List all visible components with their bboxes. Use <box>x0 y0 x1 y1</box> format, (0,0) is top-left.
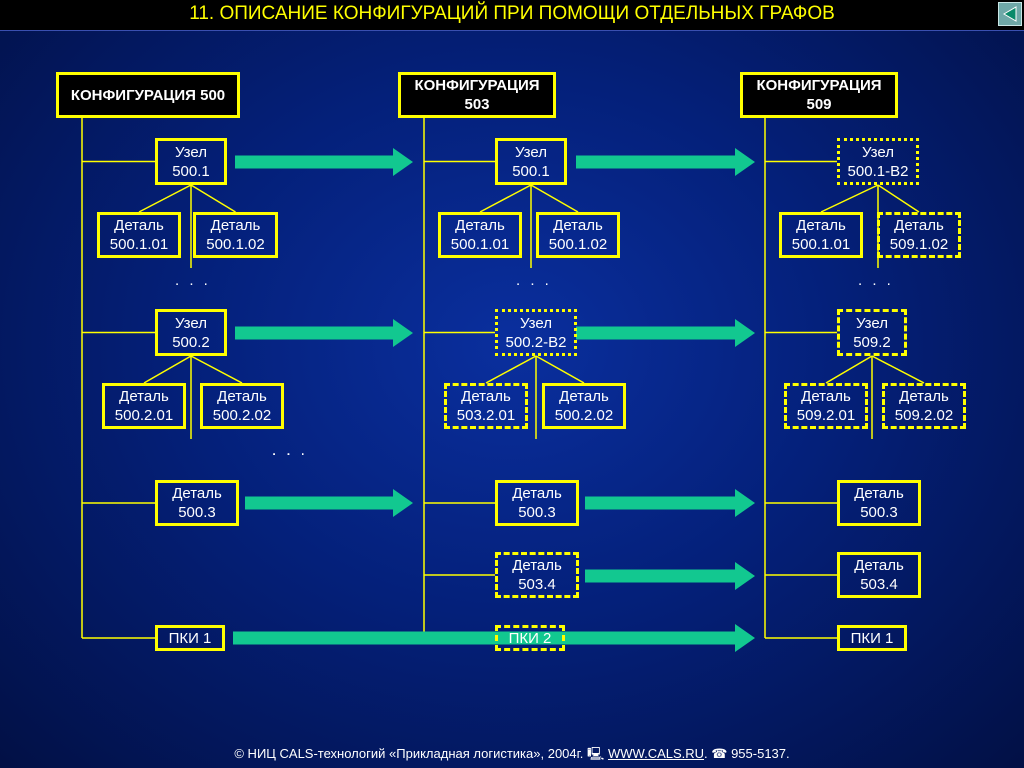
footer-link[interactable]: WWW.CALS.RU <box>607 746 705 761</box>
config-3-node-1-ellipsis: . . . <box>858 272 894 289</box>
arrow-node1-503-to-509 <box>576 148 755 176</box>
config-2-node-2-branch-right <box>535 355 585 384</box>
config-1-node-2-ellipsis: . . . <box>272 442 308 459</box>
arrow-node1-500-to-503 <box>235 148 413 176</box>
config-1-node-1-branch-right <box>190 184 236 213</box>
arrow-node2-500-to-503 <box>235 319 413 347</box>
config-1-node-1-branch-left <box>138 184 192 213</box>
triangle-left-icon <box>1003 6 1017 22</box>
arrow-part4-503-to-509 <box>585 562 755 590</box>
arrow-part3-500-to-503 <box>245 489 413 517</box>
arrow-pki-500-to-509 <box>233 624 755 652</box>
config-1-node-1-ellipsis: . . . <box>175 272 211 289</box>
config-3-node-2-branch-right <box>871 355 925 384</box>
config-2-node-2-ellipsis: . . . <box>272 442 308 459</box>
arrow-part3-503-to-509 <box>585 489 755 517</box>
title-divider <box>0 30 1024 31</box>
config-3-node-2-ellipsis: . . . <box>272 442 308 459</box>
config-2-item-3: ПКИ 2 <box>495 625 565 651</box>
config-1-item-2-label: ПКИ 1 <box>168 629 212 647</box>
config-2-node-1-branch-right <box>530 184 579 213</box>
config-2-item-3-label: ПКИ 2 <box>508 629 552 647</box>
footer-copyright: © НИЦ CALS-технологий «Прикладная логист… <box>234 746 605 761</box>
back-nav-button[interactable] <box>998 2 1022 26</box>
slide-title: 11. ОПИСАНИЕ КОНФИГУРАЦИЙ ПРИ ПОМОЩИ ОТД… <box>0 0 1024 30</box>
config-3-item-3: ПКИ 1 <box>837 625 907 651</box>
config-1-node-2-branch-left <box>143 355 192 384</box>
config-1-node-2-branch-right <box>190 355 243 384</box>
footer: © НИЦ CALS-технологий «Прикладная логист… <box>0 744 1024 764</box>
slide-title-text: 11. ОПИСАНИЕ КОНФИГУРАЦИЙ ПРИ ПОМОЩИ ОТД… <box>189 3 835 24</box>
config-3-node-1-branch-right <box>877 184 920 213</box>
config-3-item-3-label: ПКИ 1 <box>850 629 894 647</box>
config-1-title-box-label: КОНФИГУРАЦИЯ 500 <box>70 86 226 104</box>
config-2-node-2-branch-left <box>485 355 537 384</box>
config-2-node-1-ellipsis: . . . <box>516 272 552 289</box>
config-1-title-box: КОНФИГУРАЦИЯ 500 <box>56 72 240 118</box>
config-1-item-2: ПКИ 1 <box>155 625 225 651</box>
config-3-node-2-branch-left <box>825 355 873 384</box>
arrow-node2-503-to-509 <box>576 319 755 347</box>
footer-phone: . ☎ 955-5137. <box>704 746 790 761</box>
config-3-node-1-branch-left <box>820 184 879 213</box>
config-2-node-1-branch-left <box>479 184 532 213</box>
